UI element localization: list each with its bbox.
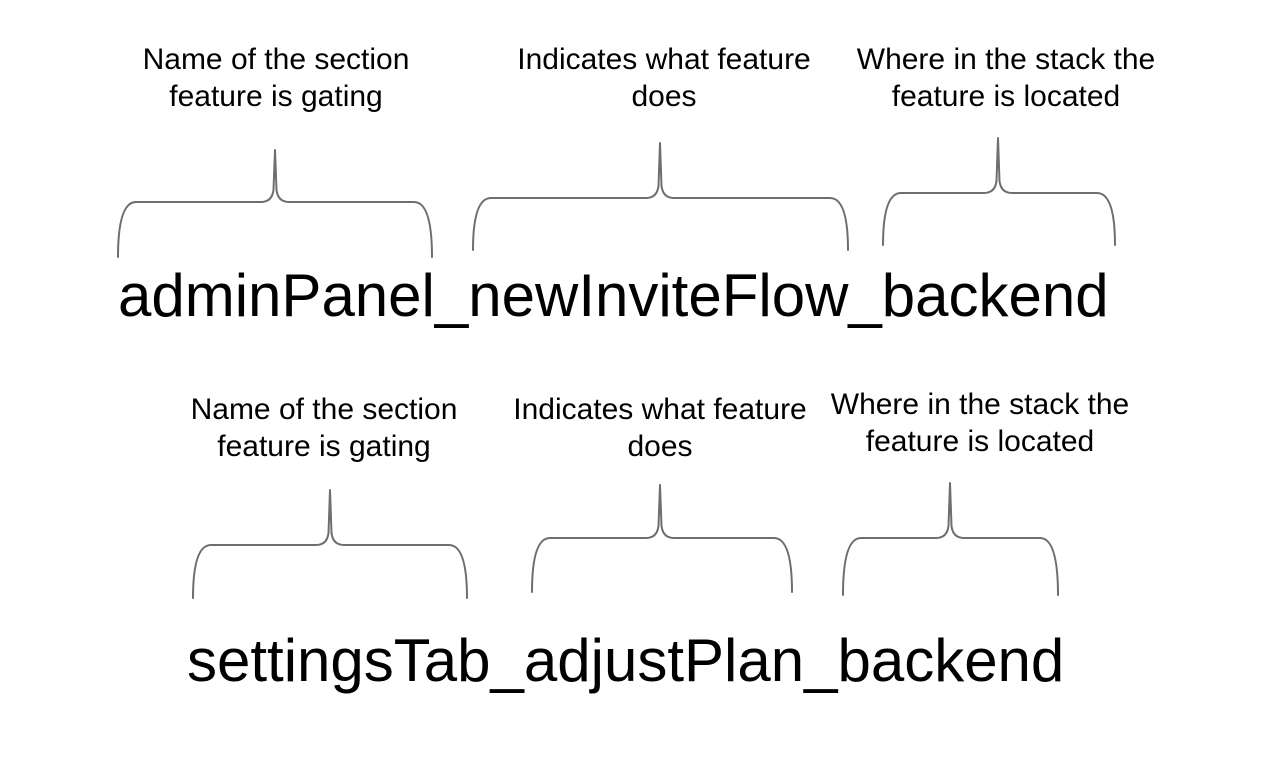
brace-purpose-segment-2-icon (531, 484, 793, 593)
annotation-line: feature is gating (217, 430, 431, 463)
flag-name-2: settingsTab_adjustPlan_backend (187, 627, 1065, 694)
annotation-line: Indicates what feature (517, 43, 811, 76)
annotation-line: Name of the section (190, 393, 458, 426)
annotation-line: feature is located (865, 425, 1095, 458)
annotation-line: feature is gating (169, 80, 383, 113)
annotation-stack-location-1: Where in the stack the feature is locate… (836, 41, 1176, 115)
annotation-line: does (631, 80, 697, 113)
annotation-feature-purpose-1: Indicates what feature does (494, 41, 834, 115)
annotation-line: feature is located (891, 80, 1121, 113)
brace-section-segment-1-icon (117, 149, 433, 258)
annotation-line: Where in the stack the (856, 43, 1156, 76)
brace-stack-segment-1-icon (882, 137, 1116, 246)
brace-stack-segment-2-icon (842, 482, 1059, 596)
annotation-section-name-2: Name of the section feature is gating (154, 391, 494, 465)
flag-name-1: adminPanel_newInviteFlow_backend (118, 262, 1109, 329)
brace-purpose-segment-1-icon (472, 142, 849, 251)
annotation-stack-location-2: Where in the stack the feature is locate… (810, 386, 1150, 460)
annotation-section-name-1: Name of the section feature is gating (106, 41, 446, 115)
annotation-feature-purpose-2: Indicates what feature does (490, 391, 830, 465)
brace-section-segment-2-icon (192, 489, 468, 599)
annotation-line: Name of the section (142, 43, 410, 76)
annotation-line: Where in the stack the (830, 388, 1130, 421)
annotation-line: Indicates what feature (513, 393, 807, 426)
annotation-line: does (627, 430, 693, 463)
